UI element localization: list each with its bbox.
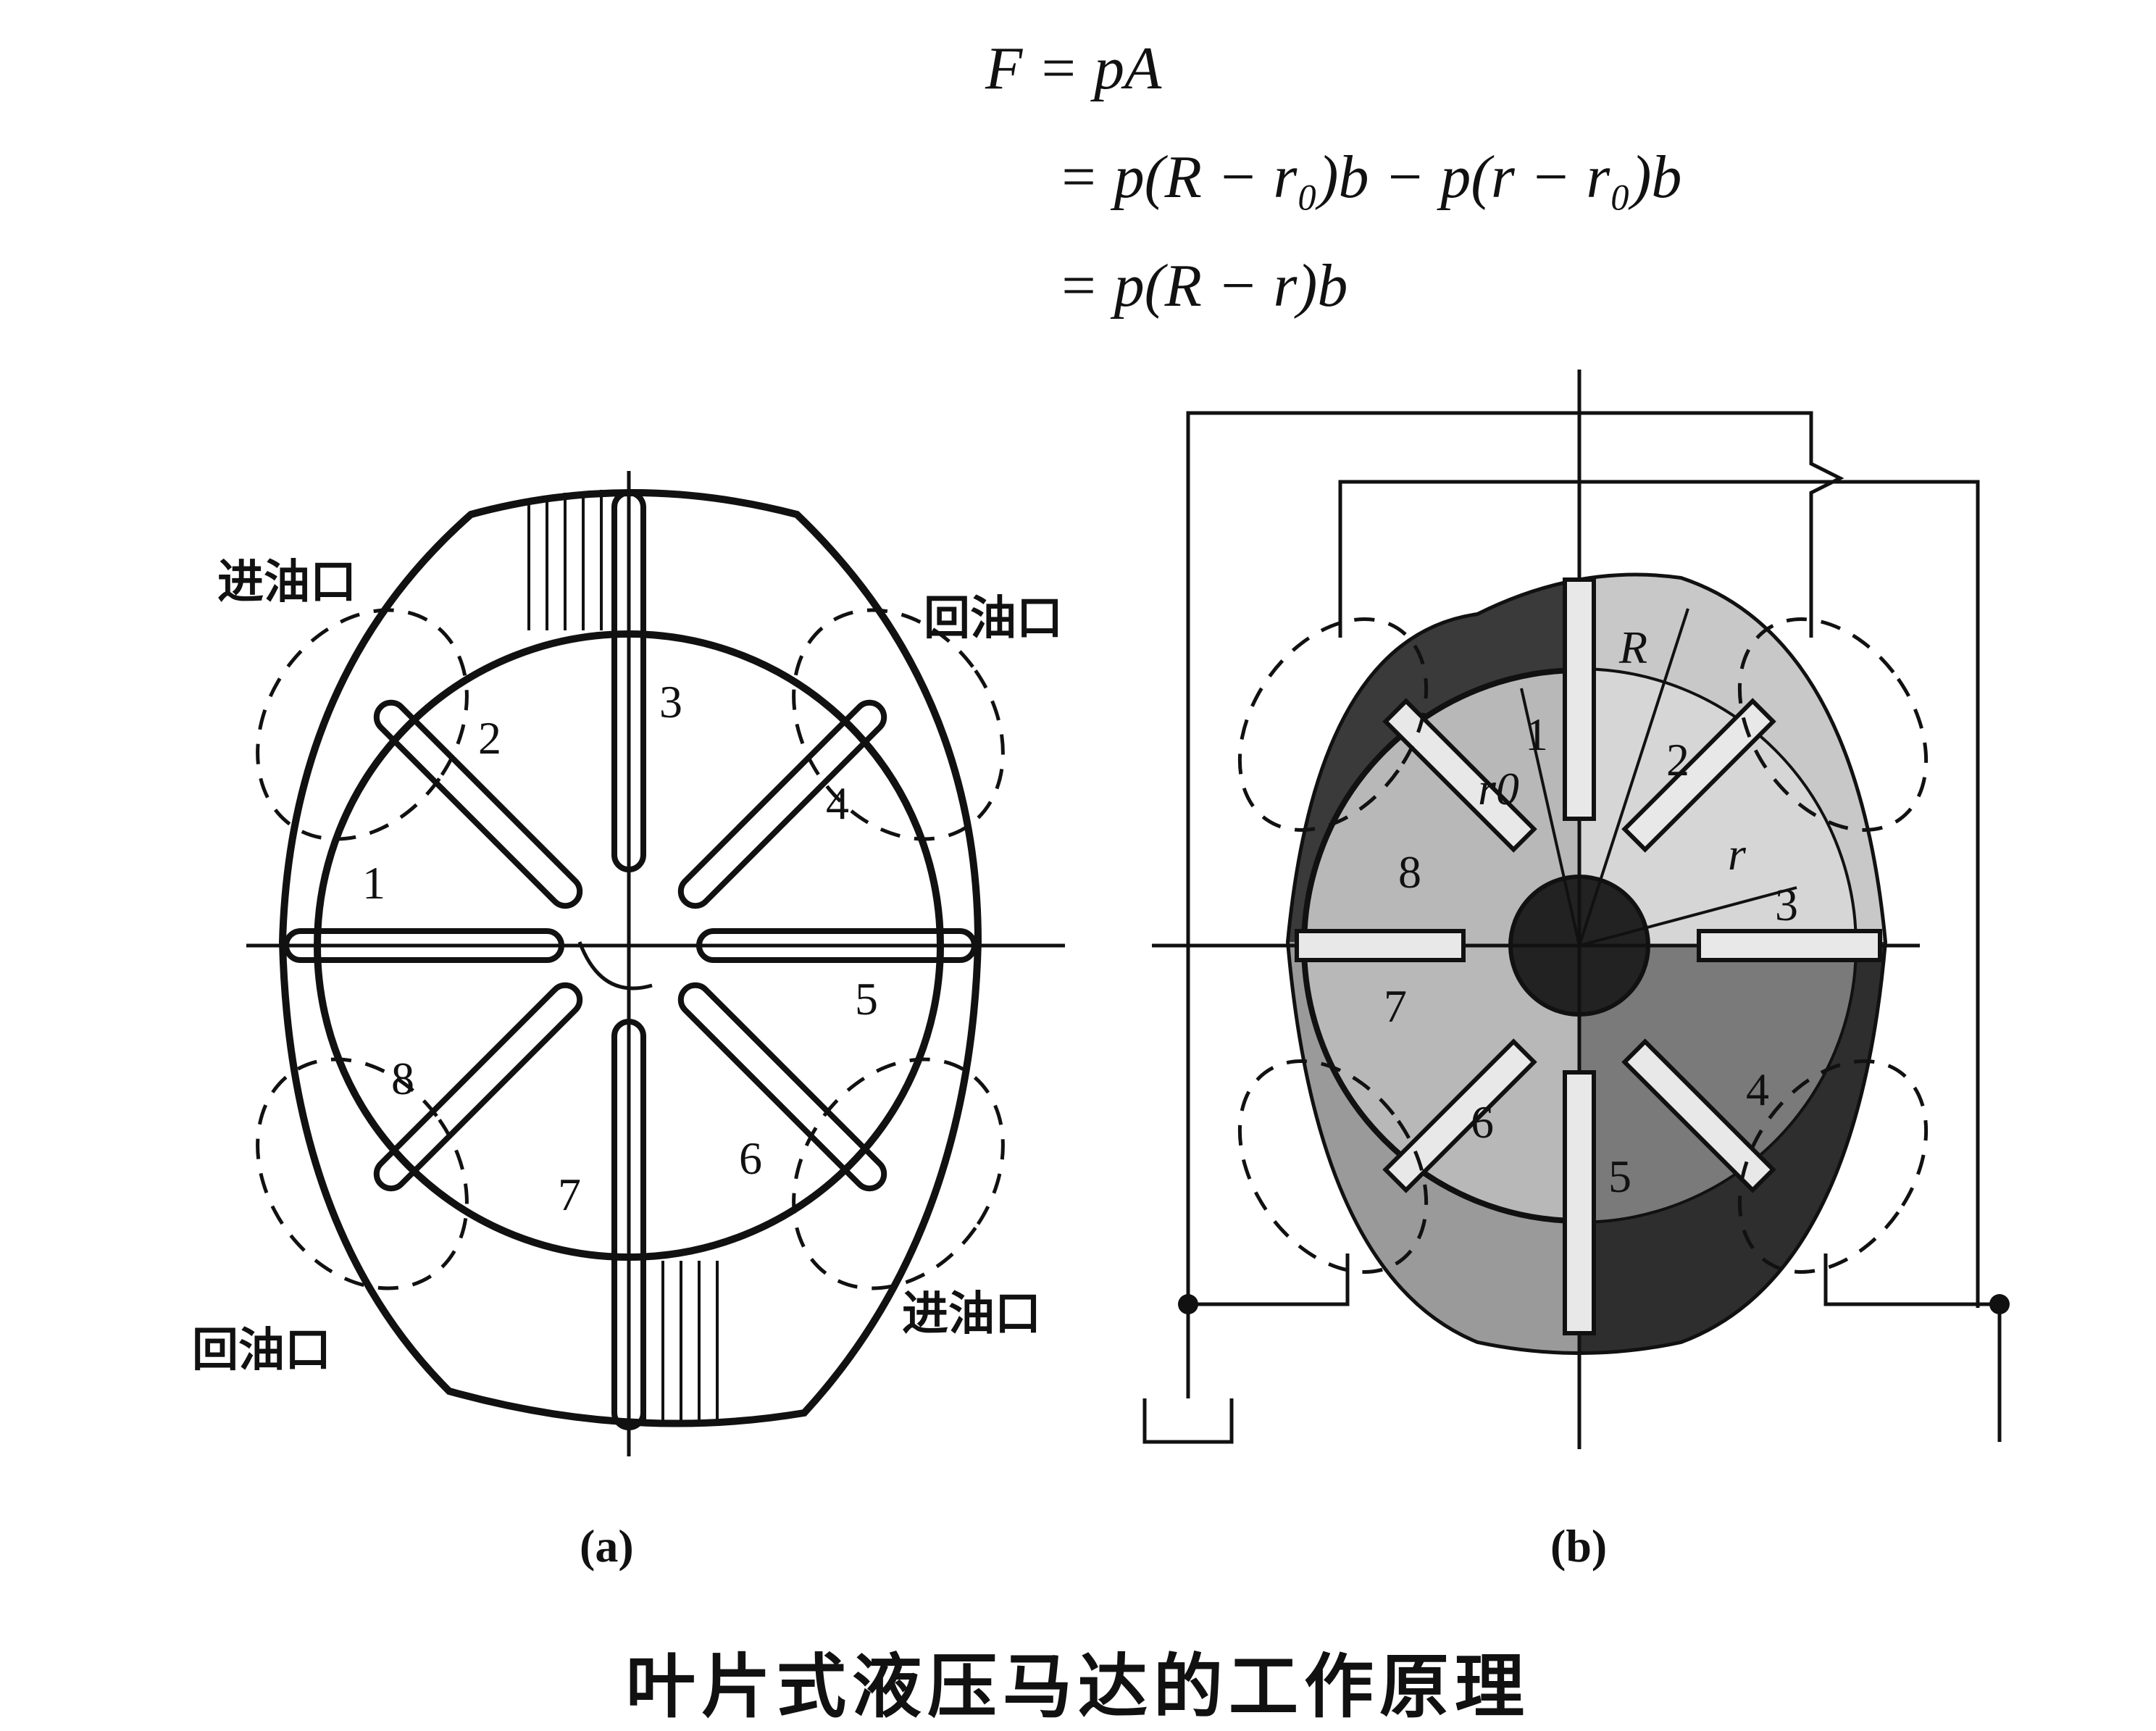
vane-label-a-2: 2 <box>478 712 501 764</box>
vane-label-b-5: 5 <box>1608 1151 1631 1202</box>
port-outlines-a <box>256 608 1005 1290</box>
dimension-labels-b: R r r0 <box>1478 622 1747 880</box>
vane-b-4 <box>1621 1038 1776 1193</box>
piping-b <box>1142 411 2002 1444</box>
vane-a-5 <box>696 928 977 963</box>
vane-b-2 <box>1621 698 1776 853</box>
vane-numbers-a: 1 2 3 4 5 6 7 8 <box>362 676 878 1220</box>
figure-b-label: (b) <box>1550 1520 1607 1572</box>
rotor-shade-b <box>1579 670 1855 946</box>
figure-a-label: (a) <box>580 1520 634 1572</box>
vane-label-b-4: 4 <box>1746 1064 1769 1115</box>
port-labels-a: 进油口 回油口 回油口 进油口 <box>192 556 1063 1377</box>
port-outlines-b <box>1237 617 1929 1274</box>
vane-b-7 <box>1295 929 1466 962</box>
dim-label-R: R <box>1618 622 1647 673</box>
vane-label-b-8: 8 <box>1398 846 1421 898</box>
pressure-hatch-bottom <box>643 1261 719 1420</box>
vane-label-a-5: 5 <box>855 973 878 1025</box>
radius-lines-b <box>1520 608 1797 947</box>
junction-right-b <box>1989 1294 2010 1314</box>
figure-a <box>246 471 1065 1456</box>
vane-label-a-7: 7 <box>558 1169 581 1220</box>
port-label-return-bottom-left: 回油口 <box>192 1324 331 1377</box>
vane-label-a-1: 1 <box>362 857 385 909</box>
vane-b-1 <box>1563 577 1596 821</box>
formula-line-2: = p(R − r₀)b − p(r − r₀)b <box>1058 143 1682 211</box>
vane-b-3 <box>1697 929 1882 962</box>
vane-a-1 <box>283 928 564 963</box>
vane-a-2 <box>373 699 583 909</box>
vanes-b <box>1295 577 1882 1335</box>
vane-b-8 <box>1382 698 1537 853</box>
rotation-arrow-a <box>577 941 653 990</box>
stator-outline-a <box>278 489 982 1427</box>
formula-line-3: = p(R − r)b <box>1058 252 1348 320</box>
vane-a-8 <box>373 982 583 1192</box>
vane-label-a-3: 3 <box>659 676 682 727</box>
vane-b-6 <box>1382 1038 1537 1193</box>
vane-a-7 <box>611 1019 646 1430</box>
vane-a-3 <box>611 490 646 872</box>
formula-block: F = pA = p(R − r₀)b − p(r − r₀)b = p(R −… <box>985 14 1681 341</box>
figure-b <box>1142 370 2010 1449</box>
vane-numbers-b: 1 2 3 4 5 6 7 8 <box>1384 709 1798 1202</box>
vane-label-a-6: 6 <box>739 1133 762 1184</box>
figure-caption: 叶片式液压马达的工作原理 <box>626 1646 1530 1727</box>
vane-label-b-1: 1 <box>1525 709 1548 760</box>
vane-label-a-8: 8 <box>391 1053 414 1104</box>
vane-label-b-6: 6 <box>1471 1096 1494 1148</box>
port-label-inlet-bottom-right: 进油口 <box>902 1288 1041 1341</box>
vane-label-b-3: 3 <box>1775 879 1798 930</box>
port-label-inlet-top-left: 进油口 <box>217 556 356 609</box>
junction-left-b <box>1178 1294 1198 1314</box>
vane-label-b-2: 2 <box>1666 734 1689 785</box>
pressure-hatch-top <box>527 490 603 630</box>
dim-label-r0: r0 <box>1478 763 1519 814</box>
vane-a-4 <box>677 699 887 909</box>
vanes-a <box>283 490 977 1430</box>
vane-label-a-4: 4 <box>826 777 849 829</box>
formula-line-1: F = pA <box>985 35 1162 102</box>
vane-a-6 <box>677 982 887 1192</box>
dim-label-r: r <box>1728 828 1747 880</box>
vane-b-5 <box>1563 1070 1596 1335</box>
port-label-return-top-right: 回油口 <box>924 592 1063 646</box>
vane-label-b-7: 7 <box>1384 980 1407 1032</box>
